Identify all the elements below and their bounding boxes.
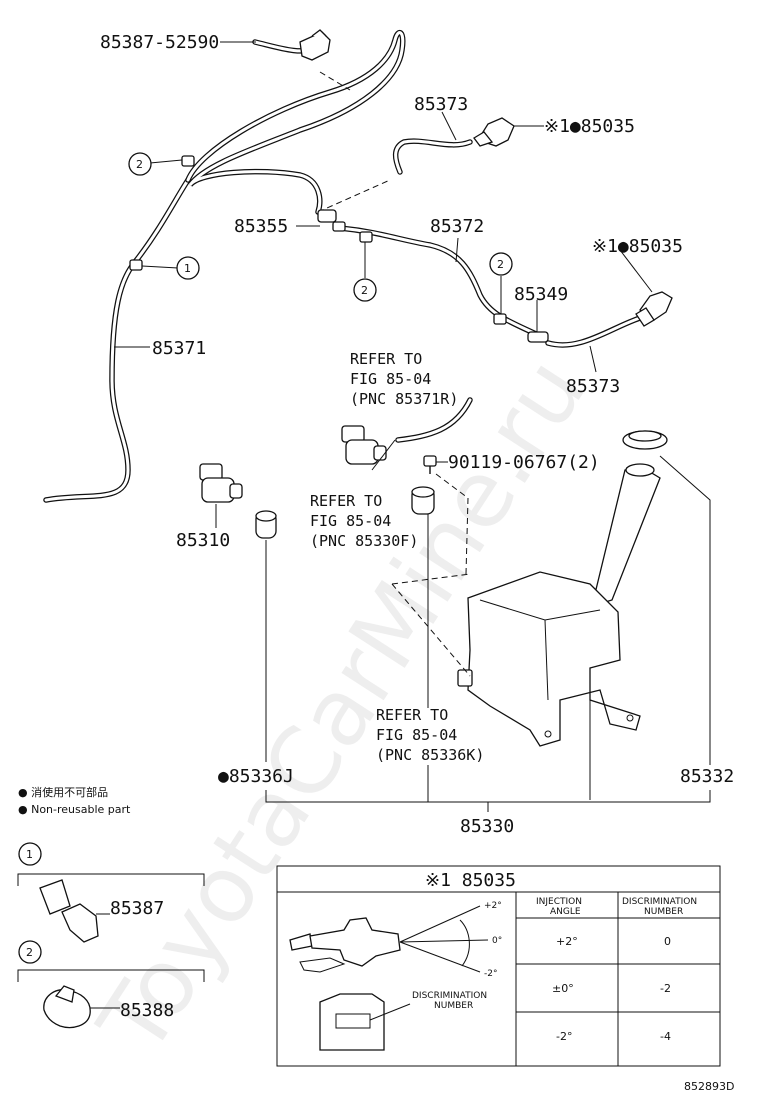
detail-box-85035 [276, 865, 721, 1067]
callout-circle-2a: 2 [128, 152, 183, 176]
label-85388: 85388 [120, 1000, 174, 1021]
label-85355: 85355 [234, 216, 288, 237]
row1-angle: +2° [556, 935, 578, 948]
label-85372: 85372 [430, 216, 484, 237]
disc-label-1: DISCRIMINATION [412, 991, 487, 1001]
col2-header-2: NUMBER [644, 907, 683, 917]
disc-label-2: NUMBER [434, 1001, 473, 1011]
grommet-85336J[interactable] [255, 510, 277, 539]
refer3-line3: (PNC 85336K) [376, 746, 484, 764]
callout-circle-2b: 2 [353, 242, 377, 302]
refer1-line1: REFER TO [350, 350, 422, 368]
label-85349: 85349 [514, 284, 568, 305]
row2-angle: ±0° [552, 982, 574, 995]
label-85035-top: ※1●85035 [544, 116, 635, 137]
svg-text:2: 2 [136, 158, 143, 171]
clamp-1[interactable] [129, 259, 143, 271]
pump-85310[interactable] [199, 463, 243, 503]
clamp-2b[interactable] [359, 231, 373, 243]
label-85371: 85371 [152, 338, 206, 359]
grommet-refer-85336K[interactable] [411, 486, 435, 515]
callout-circle-2c: 2 [489, 252, 513, 314]
pump-refer-85330F[interactable] [341, 425, 387, 465]
legend-jp: ● 消使用不可部品 [18, 785, 108, 799]
row3-angle: -2° [556, 1030, 572, 1043]
label-85387-52590: 85387-52590 [100, 32, 219, 53]
angle-top: +2° [484, 901, 502, 911]
joint-85349[interactable] [527, 331, 549, 343]
label-85332: 85332 [680, 766, 734, 787]
label-85373-top: 85373 [414, 94, 468, 115]
row2-number: -2 [660, 982, 671, 995]
bolt-90119[interactable] [423, 455, 437, 474]
svg-text:2: 2 [26, 946, 33, 959]
refer3-line2: FIG 85-04 [376, 726, 457, 744]
col1-header-2: ANGLE [550, 907, 581, 917]
row1-number: 0 [664, 935, 671, 948]
label-85035-right: ※1●85035 [592, 236, 683, 257]
figure-code: 852893D [684, 1080, 734, 1093]
label-90119: 90119-06767(2) [448, 452, 600, 473]
detail-nozzle-illustration [289, 905, 489, 1051]
nozzle-85035-right[interactable] [635, 291, 673, 327]
col1-header-1: INJECTION [536, 897, 582, 907]
refer1-line2: FIG 85-04 [350, 370, 431, 388]
refer3-line1: REFER TO [376, 706, 448, 724]
label-85387: 85387 [110, 898, 164, 919]
refer2-line1: REFER TO [310, 492, 382, 510]
hose-85373-top[interactable] [392, 138, 473, 175]
refer1-line3: (PNC 85371R) [350, 390, 458, 408]
hose-85371[interactable] [43, 177, 191, 503]
callout-circle-1: 1 [141, 256, 200, 280]
svg-text:1: 1 [184, 262, 191, 275]
clamp-2c[interactable] [493, 313, 507, 325]
detail-box-title: ※1 85035 [425, 870, 516, 891]
label-85330: 85330 [460, 816, 514, 837]
clamp-2a[interactable] [181, 155, 195, 167]
angle-bot: -2° [484, 969, 497, 979]
label-85336J: ●85336J [218, 766, 294, 787]
legend-en: ● Non-reusable part [18, 803, 131, 816]
joint-85355[interactable] [317, 209, 346, 232]
nozzle-85035-top[interactable] [473, 117, 515, 147]
nozzle-85387-52590[interactable] [299, 29, 331, 61]
svg-text:2: 2 [361, 284, 368, 297]
label-85373-right: 85373 [566, 376, 620, 397]
refer2-line3: (PNC 85330F) [310, 532, 418, 550]
row3-number: -4 [660, 1030, 671, 1043]
hose-85373-right[interactable] [545, 315, 643, 348]
clip-detail-1: 1 [17, 842, 205, 943]
refer2-line2: FIG 85-04 [310, 512, 391, 530]
hose-refer[interactable] [395, 397, 473, 443]
clip-detail-2: 2 [17, 940, 205, 1029]
cap-85332[interactable] [622, 430, 668, 450]
svg-text:2: 2 [497, 258, 504, 271]
washer-tank-85330[interactable] [457, 463, 661, 747]
hose-upper[interactable] [185, 29, 406, 215]
angle-mid: 0° [492, 936, 502, 946]
svg-text:1: 1 [26, 848, 33, 861]
col2-header-1: DISCRIMINATION [622, 897, 697, 907]
label-85310: 85310 [176, 530, 230, 551]
